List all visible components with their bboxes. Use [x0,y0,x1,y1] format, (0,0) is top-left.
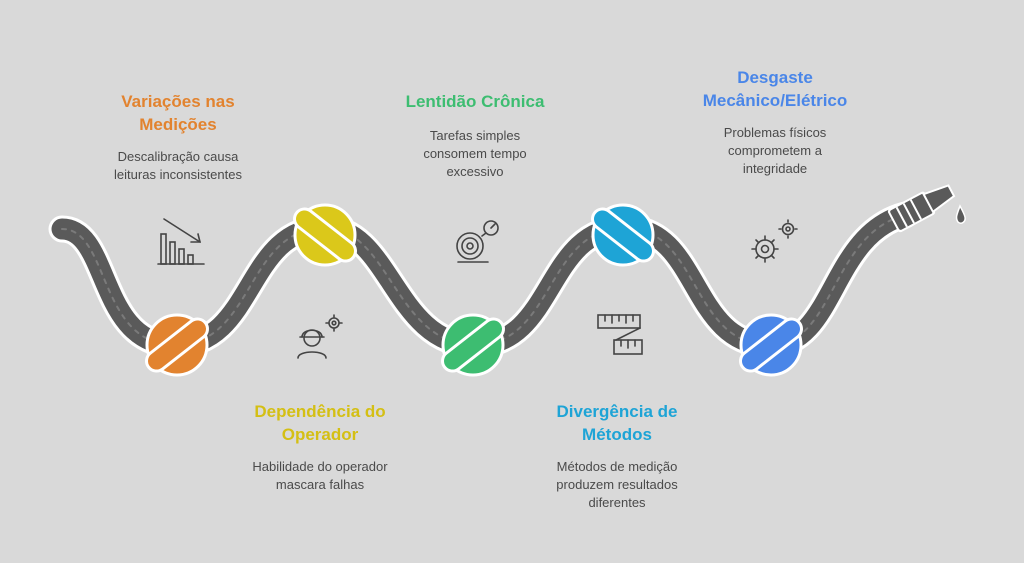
item-divergencia: Divergência de Métodos Métodos de mediçã… [517,400,717,512]
water-drop-icon [955,204,966,224]
knot-blue [739,313,803,377]
item-lentidao: Lentidão Crônica Tarefas simples consome… [380,90,570,181]
knot-cyan [591,203,655,267]
item-dependencia: Dependência do Operador Habilidade do op… [215,400,425,494]
item-desgaste: Desgaste Mecânico/Elétrico Problemas fís… [670,66,880,178]
item-description: Habilidade do operador mascara falhas [252,459,388,492]
knot-orange [145,313,209,377]
item-description: Problemas físicos comprometem a integrid… [723,125,827,176]
item-title: Variações nas Medições [121,92,235,134]
item-title: Desgaste Mecânico/Elétrico [702,68,848,110]
item-variacoes: Variações nas Medições Descalibração cau… [88,90,268,184]
item-description: Métodos de medição produzem resultados d… [556,459,678,510]
item-title: Dependência do Operador [254,402,386,444]
nozzle-icon [887,184,956,233]
knot-yellow [293,203,357,267]
ruler-icon [597,314,643,355]
gears-icon [751,219,798,263]
item-title: Divergência de Métodos [556,402,678,444]
bar-chart-down-icon [157,218,205,265]
item-description: Descalibração causa leituras inconsisten… [114,149,242,182]
slow-gauge-icon [456,220,499,263]
knot-green [441,313,505,377]
operator-gear-icon [297,314,343,359]
item-title: Lentidão Crônica [405,92,545,111]
item-description: Tarefas simples consomem tempo excessivo [423,128,527,179]
